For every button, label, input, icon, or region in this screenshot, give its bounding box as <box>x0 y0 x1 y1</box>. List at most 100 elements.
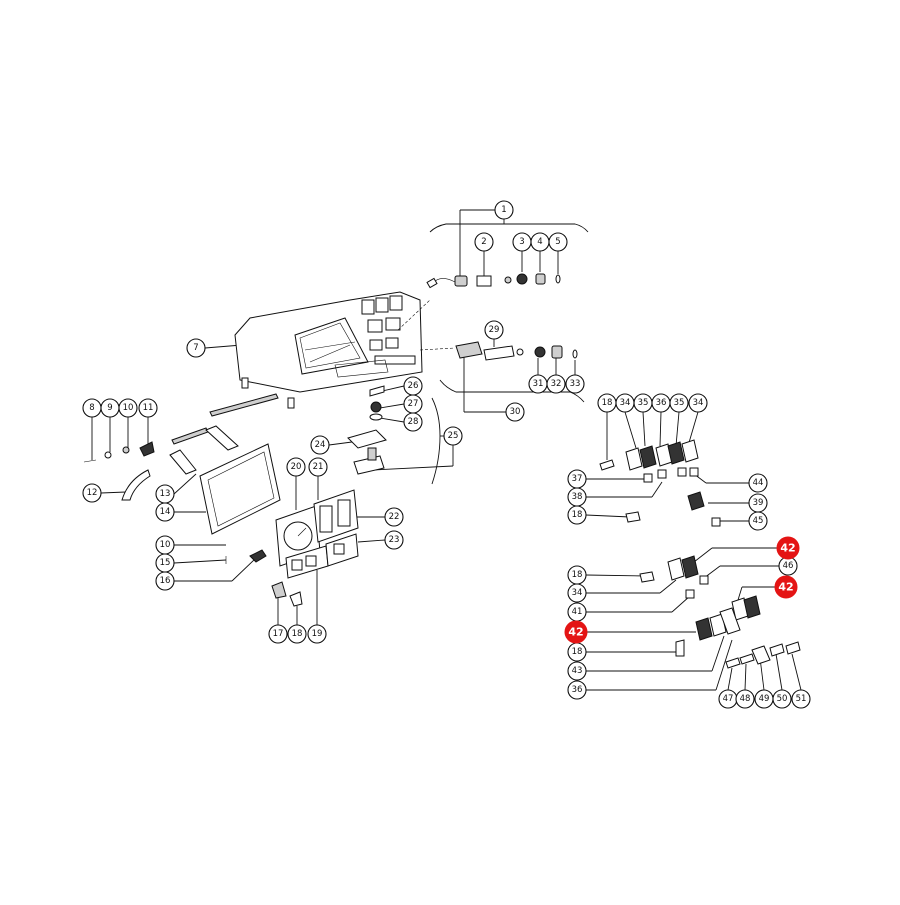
callout-number: 5 <box>555 237 560 247</box>
callout-37: 37 <box>567 469 587 489</box>
callout-number: 13 <box>160 489 171 499</box>
callout-circle <box>307 624 327 644</box>
nut-part <box>516 273 528 285</box>
callout-circle <box>310 435 330 455</box>
callout-circle <box>403 412 423 432</box>
callout-number: 24 <box>315 440 326 450</box>
callout-number: 34 <box>693 398 704 408</box>
callout-number: 22 <box>389 512 400 522</box>
callout-number: 36 <box>656 398 667 408</box>
callout-circle <box>155 502 175 522</box>
gauge-panel-part <box>285 533 359 579</box>
mount-screw-part <box>369 385 385 421</box>
callout-29: 29 <box>484 320 504 340</box>
callout-number: 17 <box>273 629 284 639</box>
callout-24: 24 <box>310 435 330 455</box>
callout-18: 18 <box>567 505 587 525</box>
callout-circle <box>567 661 587 681</box>
callout-number: 16 <box>160 576 171 586</box>
switch-row-bottom <box>675 595 801 669</box>
callout-number: 32 <box>551 379 562 389</box>
callout-20: 20 <box>286 457 306 477</box>
callout-circle <box>565 374 585 394</box>
lamp-socket-part <box>426 275 468 289</box>
callout-number: 28 <box>408 417 419 427</box>
callout-21: 21 <box>308 457 328 477</box>
washer-part-9 <box>104 451 112 459</box>
callout-circle <box>791 689 811 709</box>
callout-number: 31 <box>533 379 544 389</box>
sender-part <box>353 447 385 475</box>
callout-27: 27 <box>403 394 423 414</box>
switch-row-top <box>599 439 721 527</box>
bulb-part <box>535 273 546 285</box>
switch-row-middle <box>639 555 709 599</box>
callout-circle <box>748 473 768 493</box>
gauge-cluster-part <box>313 489 359 543</box>
callout-48: 48 <box>735 689 755 709</box>
callout-number: 51 <box>796 694 807 704</box>
callout-number: 35 <box>638 398 649 408</box>
callout-number: 30 <box>510 407 521 417</box>
callout-number: 46 <box>783 561 794 571</box>
callout-number: 41 <box>572 607 583 617</box>
highlight-callout-42: 42 <box>776 536 800 560</box>
callout-44: 44 <box>748 473 768 493</box>
callout-circle <box>494 200 514 220</box>
callout-47: 47 <box>718 689 738 709</box>
callout-number: 15 <box>160 558 171 568</box>
callout-10: 10 <box>155 535 175 555</box>
bracket-arm-part-2 <box>205 425 239 451</box>
callout-number: 34 <box>620 398 631 408</box>
callout-34: 34 <box>567 583 587 603</box>
callout-circle <box>474 232 494 252</box>
callout-number: 7 <box>193 343 198 353</box>
bracket-part <box>347 429 387 449</box>
callout-circle <box>138 398 158 418</box>
callout-number: 29 <box>489 325 500 335</box>
callout-circle <box>384 507 404 527</box>
callout-43: 43 <box>567 661 587 681</box>
callout-11: 11 <box>138 398 158 418</box>
callout-number: 45 <box>753 516 764 526</box>
callout-number: 11 <box>143 403 154 413</box>
callout-46: 46 <box>778 556 798 576</box>
callout-18: 18 <box>597 393 617 413</box>
highlight-callout-circle <box>774 575 798 599</box>
callout-circle <box>567 583 587 603</box>
callout-2: 2 <box>474 232 494 252</box>
callout-number: 21 <box>313 462 324 472</box>
callout-number: 25 <box>448 431 459 441</box>
callout-number: 34 <box>572 588 583 598</box>
parts <box>83 273 801 669</box>
bulb-part-18 <box>289 591 303 607</box>
callout-23: 23 <box>384 530 404 550</box>
callout-number: 23 <box>389 535 400 545</box>
callout-number: 43 <box>572 666 583 676</box>
connector-part <box>249 549 267 563</box>
callout-number: 27 <box>408 399 419 409</box>
callout-number: 4 <box>537 237 542 247</box>
highlight-callout-circle <box>564 620 588 644</box>
highlight-callout-number: 42 <box>780 542 795 555</box>
callout-number: 38 <box>572 492 583 502</box>
callout-25: 25 <box>443 426 463 446</box>
callout-circle <box>287 624 307 644</box>
callout-number: 35 <box>674 398 685 408</box>
callout-41: 41 <box>567 602 587 622</box>
callout-number: 36 <box>572 685 583 695</box>
callout-number: 49 <box>759 694 770 704</box>
callout-circle <box>155 571 175 591</box>
callout-number: 18 <box>572 647 583 657</box>
callout-1: 1 <box>494 200 514 220</box>
callout-number: 2 <box>481 237 486 247</box>
callout-32: 32 <box>546 374 566 394</box>
callout-5: 5 <box>548 232 568 252</box>
callout-31: 31 <box>528 374 548 394</box>
washer-part <box>555 274 561 284</box>
strip-part <box>121 469 151 501</box>
callout-number: 18 <box>572 510 583 520</box>
callout-4: 4 <box>530 232 550 252</box>
